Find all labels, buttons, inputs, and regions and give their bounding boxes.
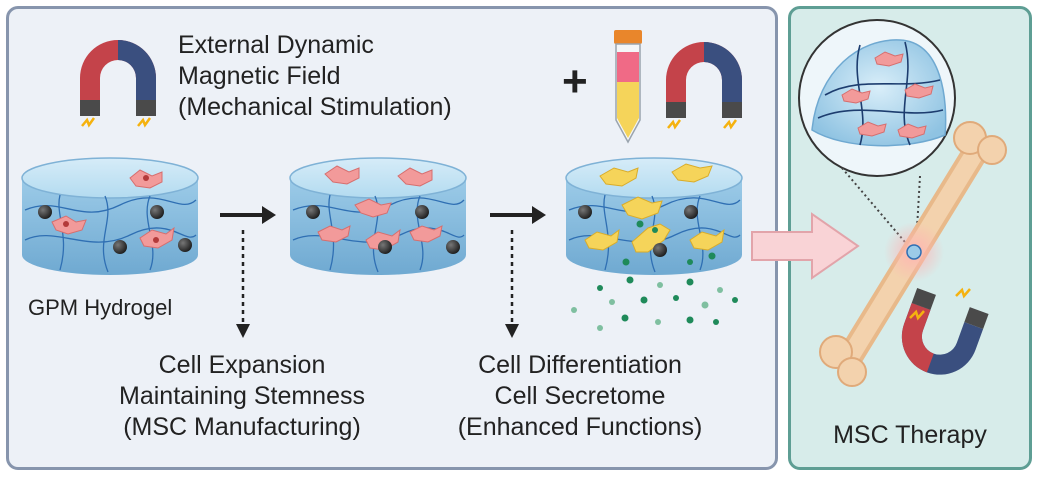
horseshoe-magnet-icon xyxy=(901,287,989,375)
secretome-dots-icon xyxy=(622,220,716,266)
dotted-arrow xyxy=(236,230,250,338)
stimulus-line-1: External Dynamic xyxy=(178,31,374,59)
hydrogel-disc-icon xyxy=(21,157,199,275)
outcome-expansion-label: Cell Expansion Maintaining Stemness (MSC… xyxy=(62,350,422,443)
stimulus-label: External Dynamic Magnetic Field (Mechani… xyxy=(178,30,452,123)
cell-icon xyxy=(584,163,725,253)
outcome-expansion-line-1: Cell Expansion xyxy=(158,351,326,379)
nanoparticle-icon xyxy=(306,205,460,254)
outcome-differentiation-line-2: Cell Secretome xyxy=(494,382,666,410)
outcome-expansion-line-3: (MSC Manufacturing) xyxy=(123,413,361,441)
plus-sign: + xyxy=(562,57,588,106)
stimulus-line-3: (Mechanical Stimulation) xyxy=(178,93,452,121)
nanoparticle-icon xyxy=(578,205,698,257)
stimulus-line-2: Magnetic Field xyxy=(178,62,341,90)
outcome-differentiation-line-3: (Enhanced Functions) xyxy=(457,413,703,441)
bone-icon xyxy=(819,121,1007,387)
transition-arrow xyxy=(751,212,860,280)
hydrogel-disc-icon xyxy=(289,157,467,275)
hydrogel-label: GPM Hydrogel xyxy=(28,295,173,320)
therapy-label: MSC Therapy xyxy=(833,421,987,449)
magnified-hydrogel-icon xyxy=(798,19,956,177)
outcome-differentiation-label: Cell Differentiation Cell Secretome (Enh… xyxy=(400,350,760,443)
secretome-dots-icon xyxy=(571,276,738,331)
centrifuge-tube-icon xyxy=(614,30,642,144)
dotted-arrow xyxy=(505,230,519,338)
hydrogel-disc-icon xyxy=(565,157,743,275)
outcome-expansion-line-2: Maintaining Stemness xyxy=(119,382,365,410)
outcome-differentiation-line-1: Cell Differentiation xyxy=(478,351,682,379)
horseshoe-magnet-icon xyxy=(666,42,742,130)
nanoparticle-icon xyxy=(38,205,192,254)
cell-icon xyxy=(317,165,443,251)
zoom-lines xyxy=(841,167,921,249)
progress-arrow xyxy=(220,206,276,224)
horseshoe-magnet-icon xyxy=(80,40,156,128)
progress-arrow xyxy=(490,206,546,224)
